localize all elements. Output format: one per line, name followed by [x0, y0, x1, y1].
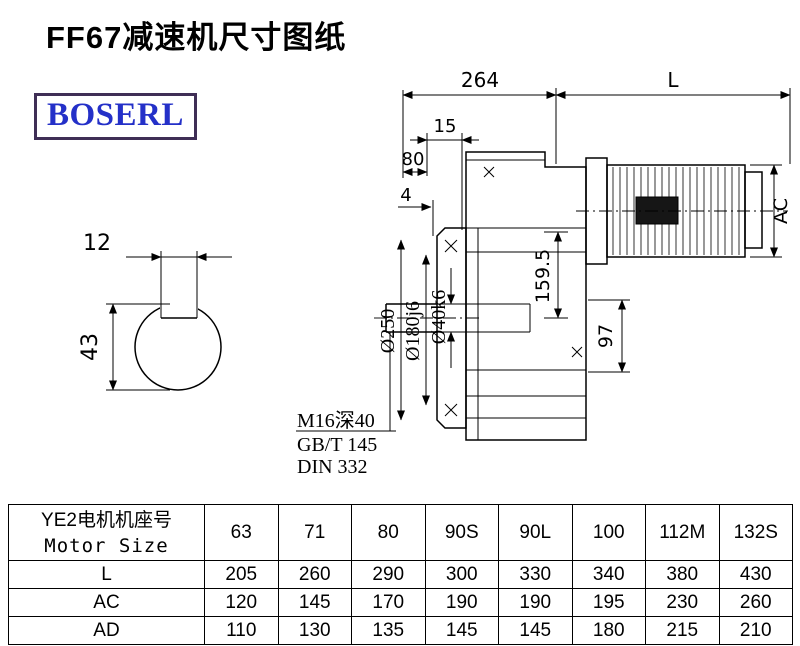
gear-housing: [465, 151, 587, 441]
dim-AC-label: AC: [770, 198, 792, 224]
motor-nameplate: [635, 196, 679, 225]
value-cell: 195: [571, 588, 646, 617]
dim-keyway-width-label: 12: [83, 231, 111, 256]
bolt-hole-mark-icon: [571, 346, 583, 358]
value-cell: 180: [571, 616, 646, 645]
shaft-section-view: 12 43: [78, 231, 232, 391]
value-cell: 230: [645, 588, 720, 617]
note-m16-label: M16深40: [297, 409, 375, 432]
value-cell: 340: [571, 560, 646, 589]
value-cell: 145: [424, 616, 499, 645]
value-cell: 205: [204, 560, 279, 589]
size-header-cell: 112M: [645, 504, 720, 561]
value-cell: 430: [718, 560, 793, 589]
table-row-L: L 205 260 290 300 330 340 380 430: [8, 560, 793, 589]
value-cell: 290: [351, 560, 426, 589]
dim-264-label: 264: [461, 68, 499, 92]
thread-note: M16深40 GB/T 145 DIN 332: [296, 332, 396, 478]
dim-97-label: 97: [595, 324, 617, 348]
bolt-hole-mark-icon: [444, 239, 458, 253]
size-header-cell: 100: [571, 504, 646, 561]
value-cell: 260: [277, 560, 352, 589]
brand-logo-text: BOSERL: [47, 97, 184, 133]
brand-logo: BOSERL: [34, 93, 197, 140]
value-cell: 145: [498, 616, 573, 645]
side-dimensions: AC Ø250 Ø180j6 Ø40k6 159.5 97: [377, 164, 792, 421]
size-header-cell: 132S: [718, 504, 793, 561]
size-header-cell: 80: [351, 504, 426, 561]
value-cell: 135: [351, 616, 426, 645]
size-header-cell: 71: [277, 504, 352, 561]
dia-250-label: Ø250: [377, 309, 399, 353]
motor: [576, 157, 788, 265]
value-cell: 330: [498, 560, 573, 589]
bolt-hole-mark-icon: [483, 166, 495, 178]
value-cell: 130: [277, 616, 352, 645]
row-label-cell: AC: [8, 588, 205, 617]
table-header-cn: YE2电机机座号: [41, 510, 172, 531]
dia-40-label: Ø40k6: [428, 290, 450, 344]
value-cell: 170: [351, 588, 426, 617]
size-header-cell: 90S: [424, 504, 499, 561]
size-header-cell: 90L: [498, 504, 573, 561]
value-cell: 210: [718, 616, 793, 645]
size-header-cell: 63: [204, 504, 279, 561]
table-row-AC: AC 120 145 170 190 190 195 230 260: [8, 588, 793, 617]
value-cell: 380: [645, 560, 720, 589]
value-cell: 145: [277, 588, 352, 617]
value-cell: 300: [424, 560, 499, 589]
dimension-drawing: 12 43 264 L 15 80 4: [78, 68, 792, 478]
dia-180-label: Ø180j6: [402, 301, 424, 361]
page-title: FF67减速机尺寸图纸: [46, 20, 347, 55]
table-header-row: YE2电机机座号 Motor Size 63 71 80 90S 90L 100…: [8, 504, 793, 561]
dim-4-label: 4: [400, 185, 411, 206]
note-din-label: DIN 332: [297, 456, 368, 478]
value-cell: 120: [204, 588, 279, 617]
dim-L-label: L: [667, 68, 679, 92]
note-gbt-label: GB/T 145: [297, 434, 377, 456]
value-cell: 110: [204, 616, 279, 645]
top-dimensions: 264 L 15 80 4: [398, 68, 791, 236]
table-header-label-cell: YE2电机机座号 Motor Size: [8, 504, 205, 561]
motor-size-table: YE2电机机座号 Motor Size 63 71 80 90S 90L 100…: [8, 504, 793, 645]
table-row-AD: AD 110 130 135 145 145 180 215 210: [8, 616, 793, 645]
dim-15-label: 15: [434, 116, 457, 137]
value-cell: 260: [718, 588, 793, 617]
dim-159-5-label: 159.5: [532, 249, 554, 303]
table-header-en: Motor Size: [44, 535, 169, 557]
dim-80-label: 80: [402, 149, 425, 170]
row-label-cell: AD: [8, 616, 205, 645]
row-label-cell: L: [8, 560, 205, 589]
value-cell: 215: [645, 616, 720, 645]
bolt-hole-mark-icon: [444, 403, 458, 417]
value-cell: 190: [498, 588, 573, 617]
dim-shaft-dia-label: 43: [78, 333, 103, 361]
value-cell: 190: [424, 588, 499, 617]
